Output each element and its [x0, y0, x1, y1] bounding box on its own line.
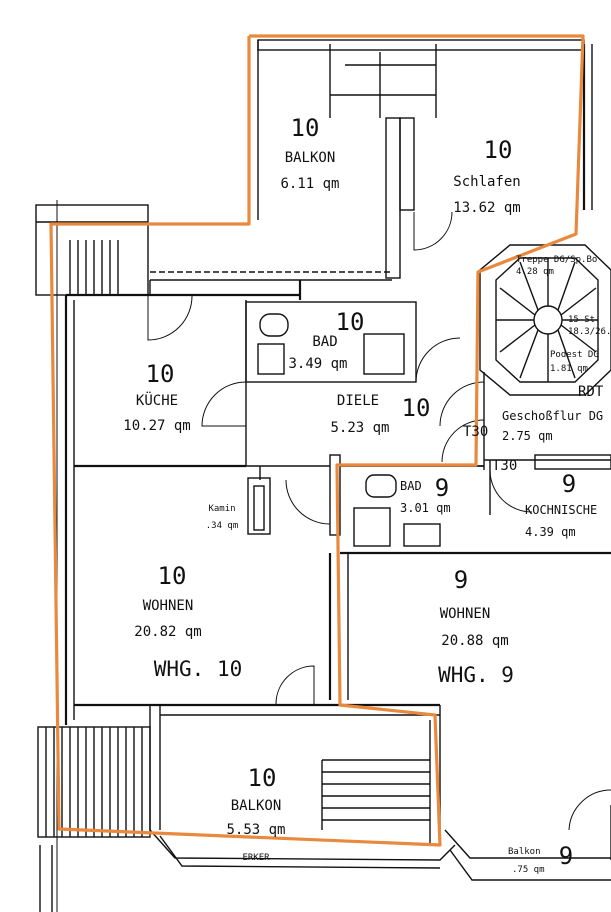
whg9-label: WHG. 9	[438, 663, 514, 687]
kueche-name: KÜCHE	[136, 391, 178, 409]
schlafen-name: Schlafen	[453, 174, 520, 190]
kamin-name: Kamin	[208, 504, 235, 514]
rdt-label: RDT	[578, 384, 604, 400]
t30-lower: T30	[492, 458, 517, 474]
balkon-bottom-number: 10	[248, 764, 277, 792]
balkon-top-area: 6.11 qm	[280, 176, 339, 192]
wohnen9-area: 20.88 qm	[441, 633, 508, 649]
kueche-area: 10.27 qm	[123, 418, 190, 434]
t30-upper: T30	[463, 424, 488, 440]
geschossflur-name: Geschoßflur DG	[502, 409, 603, 423]
apartment-outline	[49, 34, 585, 847]
diele-name: DIELE	[337, 393, 379, 409]
wohnen10-number: 10	[158, 562, 187, 590]
wohnen10-area: 20.82 qm	[134, 624, 201, 640]
steps-dim: 18.3/26.	[568, 327, 611, 337]
balkon9-name: Balkon	[508, 847, 541, 857]
wohnen10-name: WOHNEN	[143, 598, 194, 614]
treppe-label: Treppe DG/Sp.Bo	[516, 255, 597, 265]
geschossflur-area: 2.75 qm	[502, 429, 553, 443]
balkon-top-name: BALKON	[285, 150, 336, 166]
balkon-top-number: 10	[291, 114, 320, 142]
podest-area: 1.81 qm	[550, 364, 588, 374]
whg10-label: WHG. 10	[154, 657, 243, 681]
kamin-area: .34 qm	[206, 521, 239, 531]
treppe-area: 4.28 qm	[516, 267, 554, 277]
erker-label: ERKER	[242, 853, 270, 863]
balkon-bottom-name: BALKON	[231, 798, 282, 814]
diele-number: 10	[402, 394, 431, 422]
wohnen9-name: WOHNEN	[440, 606, 491, 622]
kueche-number: 10	[146, 360, 175, 388]
schlafen-area: 13.62 qm	[453, 200, 520, 216]
bad9-number: 9	[435, 474, 449, 502]
kochnische-number: 9	[562, 470, 576, 498]
podest-label: Podest DG	[550, 350, 599, 360]
steps-label: 15 St.	[568, 315, 601, 325]
bad10-area: 3.49 qm	[288, 356, 347, 372]
bad10-number: 10	[336, 308, 365, 336]
balkon-bottom-area: 5.53 qm	[226, 822, 285, 838]
balkon9-area: .75 qm	[512, 865, 545, 875]
kochnische-area: 4.39 qm	[525, 525, 576, 539]
schlafen-number: 10	[484, 136, 513, 164]
bad9-area: 3.01 qm	[400, 501, 451, 515]
bad9-name: BAD	[400, 479, 422, 493]
wohnen9-number: 9	[454, 566, 468, 594]
kochnische-name: KOCHNISCHE	[525, 503, 597, 517]
balkon9-number: 9	[559, 842, 573, 870]
diele-area: 5.23 qm	[330, 420, 389, 436]
bad10-name: BAD	[312, 334, 337, 350]
walls	[35, 39, 611, 912]
